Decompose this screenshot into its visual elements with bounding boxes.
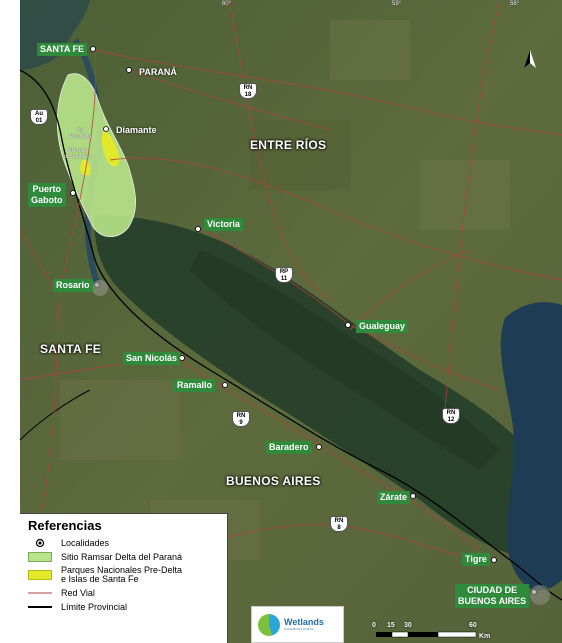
region-label-buenos-aires: BUENOS AIRES — [226, 474, 321, 488]
legend-item-localidades: Localidades — [28, 536, 219, 550]
city-label-rosario: Rosario — [53, 279, 93, 292]
region-label-entre-rios: ENTRE RÍOS — [250, 138, 327, 152]
scale-unit: Km — [479, 633, 491, 640]
scale-tick: 0 — [372, 622, 376, 629]
city-label-ciudad-buenos-aires: CIUDAD DE BUENOS AIRES — [455, 584, 530, 608]
city-label-gualeguay: Gualeguay — [356, 320, 409, 333]
legend-item-limite: Límite Provincial — [28, 600, 219, 614]
north-arrow-icon — [524, 50, 536, 68]
scale-bar: 0 15 30 60 Km — [372, 622, 562, 643]
wetlands-logo-icon — [258, 613, 280, 636]
city-label-san-nicolas: San Nicolás — [123, 352, 181, 365]
pn-predelta — [101, 130, 120, 167]
ramsar-swatch — [28, 552, 52, 562]
city-label-puerto-gaboto: Puerto Gaboto — [28, 183, 66, 207]
city-label-ramallo: Ramallo — [174, 379, 216, 392]
locality-dot-icon — [28, 538, 52, 548]
scale-tick: 15 — [387, 622, 395, 629]
park-label-predelta: PN Pre-Delta — [70, 128, 92, 140]
city-label-santa-fe: SANTA FE — [37, 43, 87, 56]
park-label-islas: PN Islas de Santa Fe — [64, 148, 92, 160]
coord-label: 59° — [392, 1, 402, 7]
city-label-parana: PARANÁ — [139, 67, 177, 77]
city-label-baradero: Baradero — [266, 441, 312, 454]
legend-item-parques: Parques Nacionales Pre-Delta e Islas de … — [28, 564, 219, 586]
delta-wetland — [94, 215, 545, 560]
scale-tick: 60 — [469, 622, 477, 629]
provincial-boundary — [19, 69, 562, 601]
ramsar-site — [56, 73, 136, 238]
city-label-diamante: Diamante — [116, 125, 157, 135]
city-label-zarate: Zárate — [377, 491, 411, 504]
coord-label: 60° — [222, 1, 232, 7]
legend-item-ramsar: Sitio Ramsar Delta del Paraná — [28, 550, 219, 564]
legend-panel: Referencias Localidades Sitio Ramsar Del… — [20, 513, 228, 643]
scale-bar-graphic — [376, 631, 477, 638]
city-label-victoria: Victoria — [204, 218, 243, 231]
logo-subtitle: INTERNATIONAL — [284, 627, 315, 631]
wetlands-logo: Wetlands INTERNATIONAL — [251, 606, 344, 643]
city-label-tigre: Tigre — [462, 553, 490, 566]
parques-swatch — [28, 570, 52, 580]
logo-name: Wetlands — [284, 617, 324, 627]
river-plate-water — [500, 302, 562, 591]
legend-item-red-vial: Red Vial — [28, 586, 219, 600]
region-label-santa-fe: SANTA FE — [40, 342, 102, 356]
coord-label: 58° — [510, 1, 520, 7]
road-line-icon — [28, 588, 52, 598]
boundary-line-icon — [28, 602, 52, 612]
pn-islas — [80, 159, 91, 176]
legend-title: Referencias — [28, 518, 102, 533]
scale-tick: 30 — [404, 622, 412, 629]
